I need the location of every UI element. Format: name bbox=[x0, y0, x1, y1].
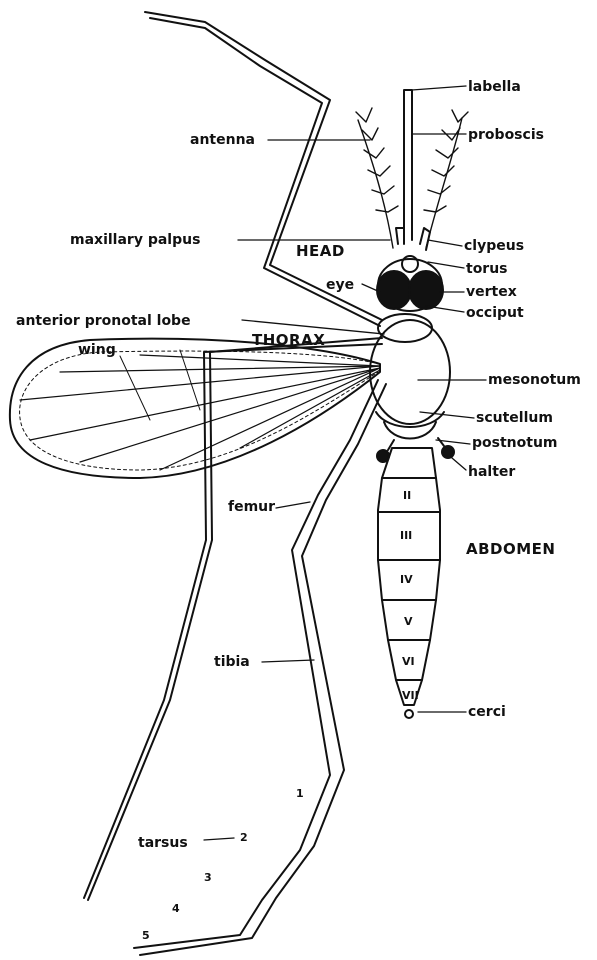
abdomen-segment-label: V bbox=[404, 616, 413, 627]
mid-leg bbox=[84, 338, 382, 900]
tarsal-segment-label: 3 bbox=[204, 872, 212, 883]
label-labella: labella bbox=[468, 80, 521, 94]
label-tarsus: tarsus bbox=[138, 836, 188, 850]
label-halter: halter bbox=[468, 465, 515, 479]
label-antenna: antenna bbox=[190, 133, 255, 147]
label-abdomen: ABDOMEN bbox=[466, 542, 555, 557]
label-eye: eye bbox=[326, 278, 354, 292]
wing bbox=[10, 339, 380, 478]
label-occiput: occiput bbox=[466, 306, 524, 320]
abdomen-segment-label: VI bbox=[402, 656, 415, 667]
abdomen-segment-label: IV bbox=[400, 574, 413, 585]
tarsal-segment-label: 4 bbox=[172, 903, 180, 914]
tarsal-segment-label: 5 bbox=[142, 930, 150, 941]
label-postnotum: postnotum bbox=[472, 436, 558, 450]
label-vertex: vertex bbox=[466, 285, 517, 299]
thorax-shape bbox=[370, 314, 450, 439]
label-torus: torus bbox=[466, 262, 508, 276]
label-maxillary-palpus: maxillary palpus bbox=[70, 233, 200, 247]
abdomen-segment-label: III bbox=[400, 530, 412, 541]
leader-lines bbox=[204, 86, 486, 840]
tarsal-segment-label: 2 bbox=[240, 832, 248, 843]
tarsal-segment-label: 1 bbox=[296, 788, 304, 799]
label-head: HEAD bbox=[296, 244, 345, 259]
label-proboscis: proboscis bbox=[468, 128, 544, 142]
label-wing: wing bbox=[78, 343, 116, 357]
label-cerci: cerci bbox=[468, 705, 506, 719]
label-mesonotum: mesonotum bbox=[488, 373, 581, 387]
label-anterior-pronotal-lobe: anterior pronotal lobe bbox=[16, 314, 191, 328]
proboscis-shape bbox=[404, 90, 412, 240]
label-clypeus: clypeus bbox=[464, 239, 524, 253]
abdomen-segment-label: VII bbox=[402, 690, 419, 701]
label-femur: femur bbox=[228, 500, 275, 514]
label-thorax: THORAX bbox=[252, 333, 325, 348]
head-shape bbox=[377, 256, 443, 311]
label-tibia: tibia bbox=[214, 655, 250, 669]
abdomen-segment-label: II bbox=[403, 490, 411, 501]
label-scutellum: scutellum bbox=[476, 411, 553, 425]
